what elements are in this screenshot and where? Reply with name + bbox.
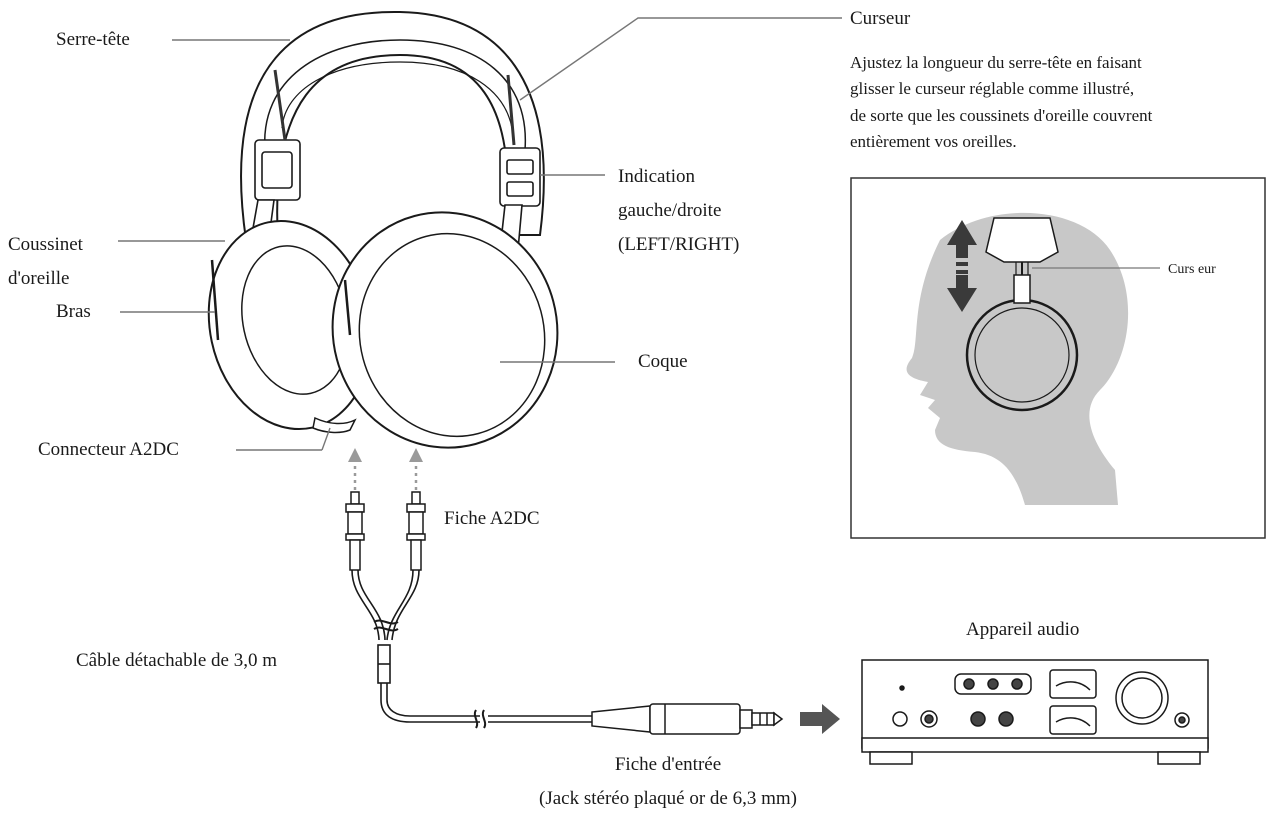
insert-arrow	[800, 704, 840, 734]
label-input-plug: Fiche d'entrée (Jack stéréo plaqué or de…	[498, 748, 838, 816]
label-lr-indication: Indication gauche/droite (LEFT/RIGHT)	[618, 160, 739, 262]
instruction-text: Ajustez la longueur du serre-tête en fai…	[850, 50, 1152, 155]
label-arm: Bras	[56, 301, 91, 322]
label-connector: Connecteur A2DC	[38, 439, 179, 460]
plug-direction-arrows	[353, 460, 418, 490]
detachable-cable	[351, 569, 592, 729]
instruction-line-3: de sorte que les coussinets d'oreille co…	[850, 105, 1153, 125]
inset-slider-label: Curs eur	[1168, 262, 1216, 277]
label-lr-line1: Indication	[618, 166, 696, 187]
leader-lines	[118, 17, 842, 451]
a2dc-plugs	[345, 491, 426, 571]
label-input-plug-line2: (Jack stéréo plaqué or de 6,3 mm)	[539, 788, 797, 809]
label-headband: Serre-tête	[56, 29, 130, 50]
a2dc-connector-body	[312, 416, 357, 434]
label-slider: Curseur	[850, 8, 911, 29]
label-lr-line2: gauche/droite	[618, 200, 722, 221]
label-lr-line3: (LEFT/RIGHT)	[618, 234, 740, 255]
label-audio-device: Appareil audio	[966, 619, 1080, 640]
label-ear-pad-line2: d'oreille	[8, 268, 70, 289]
label-input-plug-line1: Fiche d'entrée	[614, 754, 722, 775]
label-cable: Câble détachable de 3,0 m	[76, 650, 278, 671]
label-plug-a2dc: Fiche A2DC	[444, 508, 540, 529]
plug-arrowheads	[348, 448, 423, 462]
inset-illustration: Curs eur	[850, 177, 1266, 539]
label-ear-pad-line1: Coussinet	[8, 234, 83, 255]
headband	[240, 10, 545, 241]
input-plug-jack	[591, 703, 784, 735]
label-housing: Coque	[638, 351, 688, 372]
adjust-arrow-icon	[947, 220, 977, 312]
audio-device	[861, 659, 1209, 765]
left-earcup	[207, 219, 373, 431]
instruction-line-2: glisser le curseur réglable comme illust…	[850, 79, 1135, 99]
slider-left	[254, 69, 301, 201]
label-ear-pad: Coussinet d'oreille	[8, 228, 83, 296]
instruction-line-4: entièrement vos oreilles.	[850, 132, 1017, 152]
instruction-line-1: Ajustez la longueur du serre-tête en fai…	[850, 53, 1142, 72]
right-earcup	[331, 211, 559, 449]
